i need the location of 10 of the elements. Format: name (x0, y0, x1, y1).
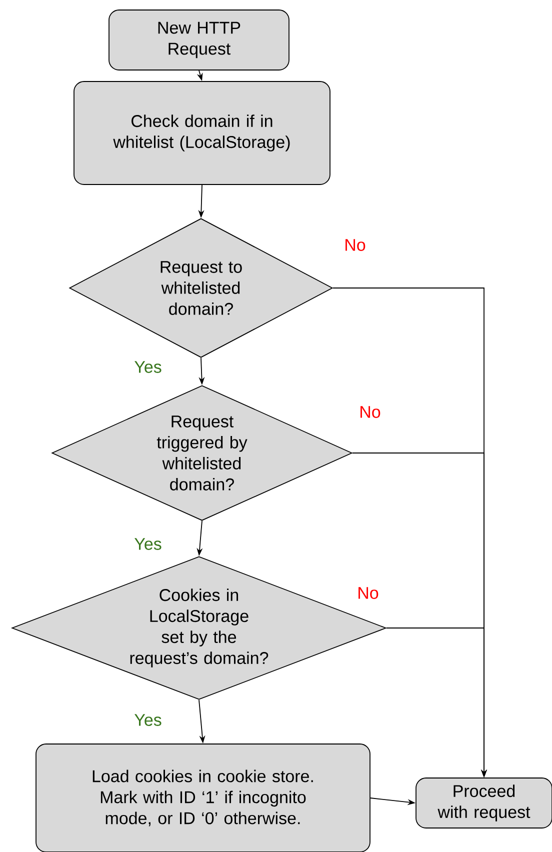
edge-label: No (343, 238, 367, 252)
process-box: New HTTP Request (108, 10, 290, 70)
edge-label: No (356, 586, 380, 600)
process-box: Proceed with request (416, 778, 552, 828)
process-box: Check domain if in whitelist (LocalStorage) (74, 81, 330, 185)
edge-label: Yes (133, 713, 163, 727)
process-box: Load cookies in cookie store. Mark with ID ‘1’ if incognito mode, or ID ‘0’ otherwise. (36, 744, 370, 852)
edge-label: Yes (133, 537, 163, 551)
edge-label: Yes (133, 360, 163, 374)
edge-label: No (358, 405, 382, 419)
